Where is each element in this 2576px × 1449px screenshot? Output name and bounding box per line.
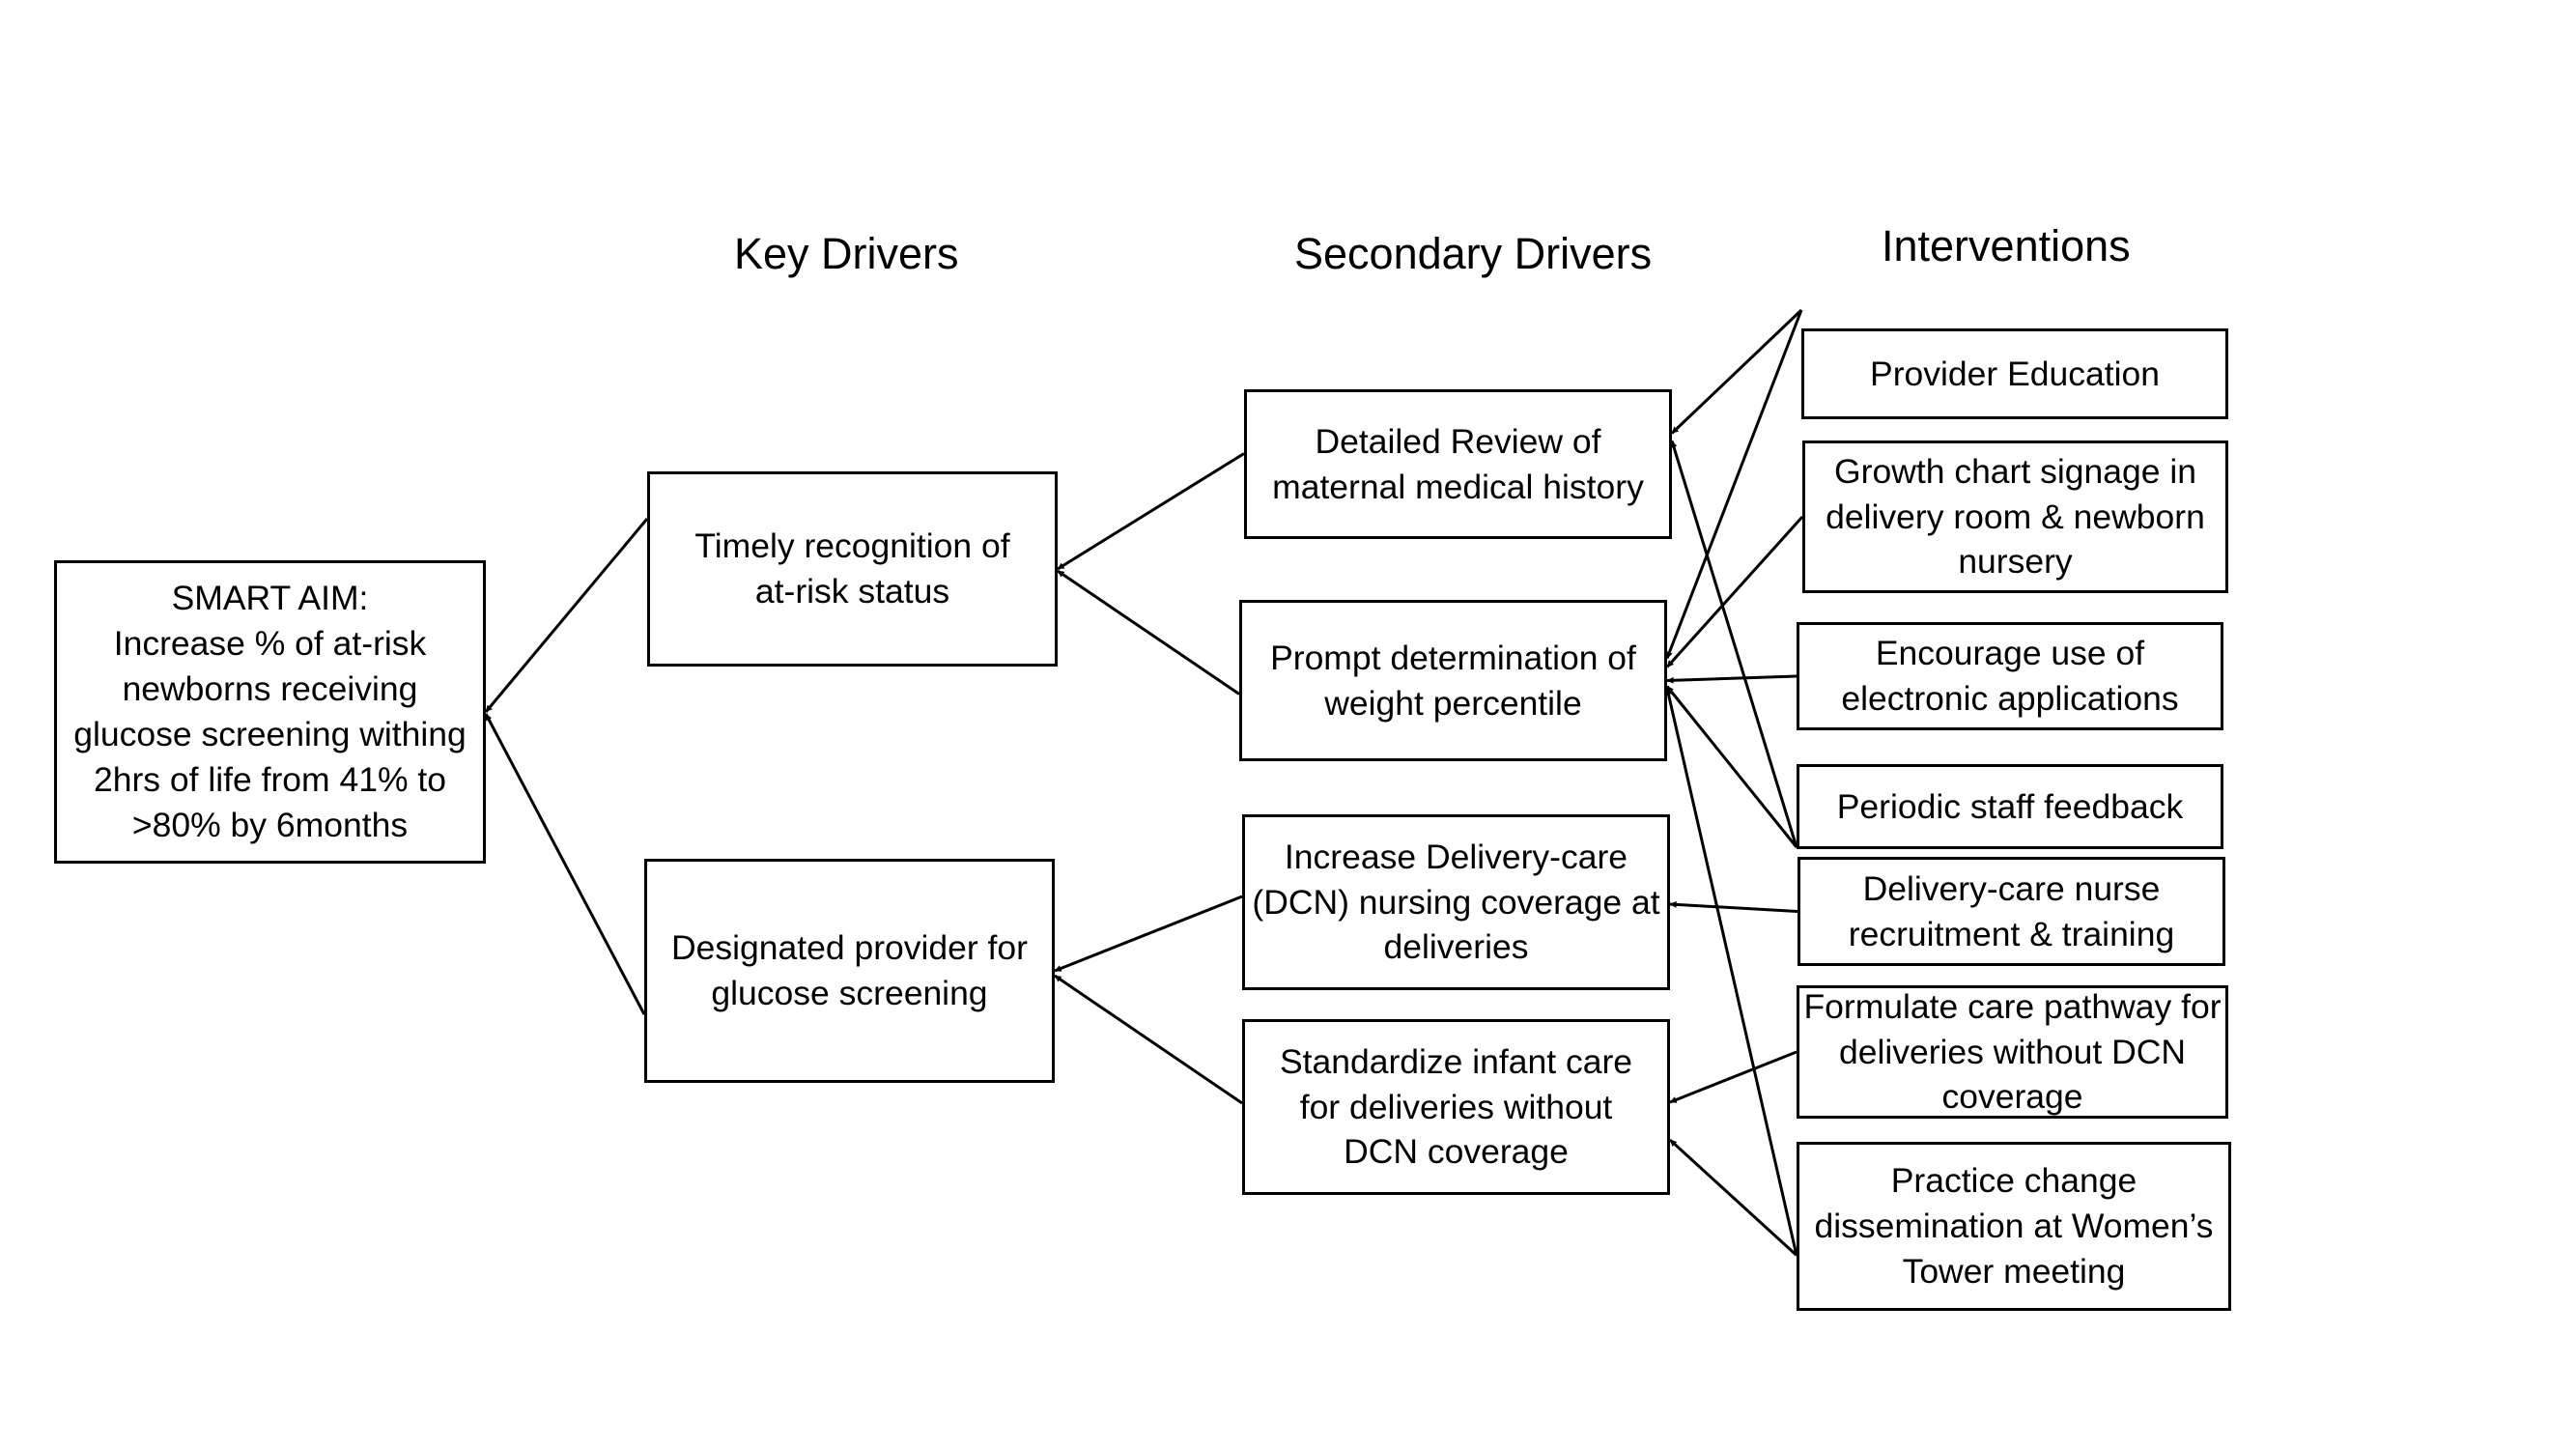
intervention-text: Formulate care pathway for deliveries wi… (1803, 986, 2222, 1117)
intervention-box: Periodic staff feedback (1797, 764, 2223, 849)
intervention-box: Practice change dissemination at Women’s… (1797, 1142, 2231, 1311)
intervention-text: Encourage use of electronic applications (1841, 634, 2179, 718)
secondary-drivers-header: Secondary Drivers (1294, 229, 1653, 278)
intervention-text: Delivery-care nurse recruitment & traini… (1848, 868, 2175, 953)
key-drivers-header: Key Drivers (734, 229, 959, 278)
interventions-header: Interventions (1882, 221, 2131, 270)
secondary-driver-text: Prompt determination of weight percentil… (1270, 638, 1636, 723)
intervention-text: Periodic staff feedback (1836, 786, 2184, 826)
secondary-driver-text: Detailed Review of maternal medical hist… (1272, 421, 1644, 506)
connector-arrow-kd1-to-aim (484, 518, 649, 713)
connector-arrow-i6-to-sd4 (1669, 1050, 1798, 1104)
intervention-text: Growth chart signage in delivery room & … (1826, 451, 2205, 582)
intervention-box: Delivery-care nurse recruitment & traini… (1798, 857, 2225, 966)
connector-arrow-i1-to-sd2 (1665, 309, 1803, 660)
intervention-box: Encourage use of electronic applications (1797, 622, 2223, 730)
secondary-driver-box: Standardize infant care for deliveries w… (1242, 1019, 1670, 1195)
connector-arrow-i2-to-sd2 (1665, 515, 1804, 668)
secondary-driver-box: Prompt determination of weight percentil… (1239, 600, 1667, 761)
connector-arrow-sd2-to-kd1 (1057, 569, 1240, 696)
connector-arrow-i5-to-sd3 (1669, 900, 1798, 913)
intervention-box: Provider Education (1801, 328, 2228, 419)
key-driver-text: Designated provider for glucose screenin… (670, 928, 1028, 1012)
connector-arrow-kd2-to-aim (484, 713, 646, 1015)
secondary-driver-box: Increase Delivery-care (DCN) nursing cov… (1242, 814, 1670, 990)
connector-arrow-i4-to-sd2 (1665, 685, 1798, 848)
key-driver-text: Timely recognition of at-risk status (694, 526, 1010, 611)
connector-arrow-i7-to-sd4 (1668, 1138, 1798, 1257)
connector-arrow-i7-to-sd2 (1665, 688, 1798, 1256)
connector-arrow-i4-to-sd1 (1670, 440, 1798, 848)
connector-arrow-i3-to-sd2 (1666, 674, 1798, 684)
key-driver-box: Designated provider for glucose screenin… (644, 859, 1055, 1083)
secondary-driver-box: Detailed Review of maternal medical hist… (1244, 389, 1672, 539)
connector-arrow-sd4-to-kd2 (1054, 974, 1243, 1105)
key-driver-box: Timely recognition of at-risk status (647, 471, 1058, 667)
intervention-text: Practice change dissemination at Women’s… (1814, 1161, 2214, 1291)
secondary-driver-text: Standardize infant care for deliveries w… (1279, 1041, 1633, 1172)
connector-arrow-sd3-to-kd2 (1054, 895, 1243, 973)
smart-aim-text: SMART AIM: Increase % of at-risk newborn… (73, 579, 467, 844)
smart-aim-box: SMART AIM: Increase % of at-risk newborn… (54, 560, 486, 864)
connector-arrow-i1-to-sd1 (1670, 308, 1803, 435)
intervention-box: Growth chart signage in delivery room & … (1802, 440, 2228, 593)
secondary-driver-text: Increase Delivery-care (DCN) nursing cov… (1252, 837, 1660, 967)
intervention-box: Formulate care pathway for deliveries wi… (1797, 985, 2228, 1119)
connector-arrow-sd1-to-kd1 (1057, 452, 1245, 571)
intervention-text: Provider Education (1870, 354, 2160, 393)
